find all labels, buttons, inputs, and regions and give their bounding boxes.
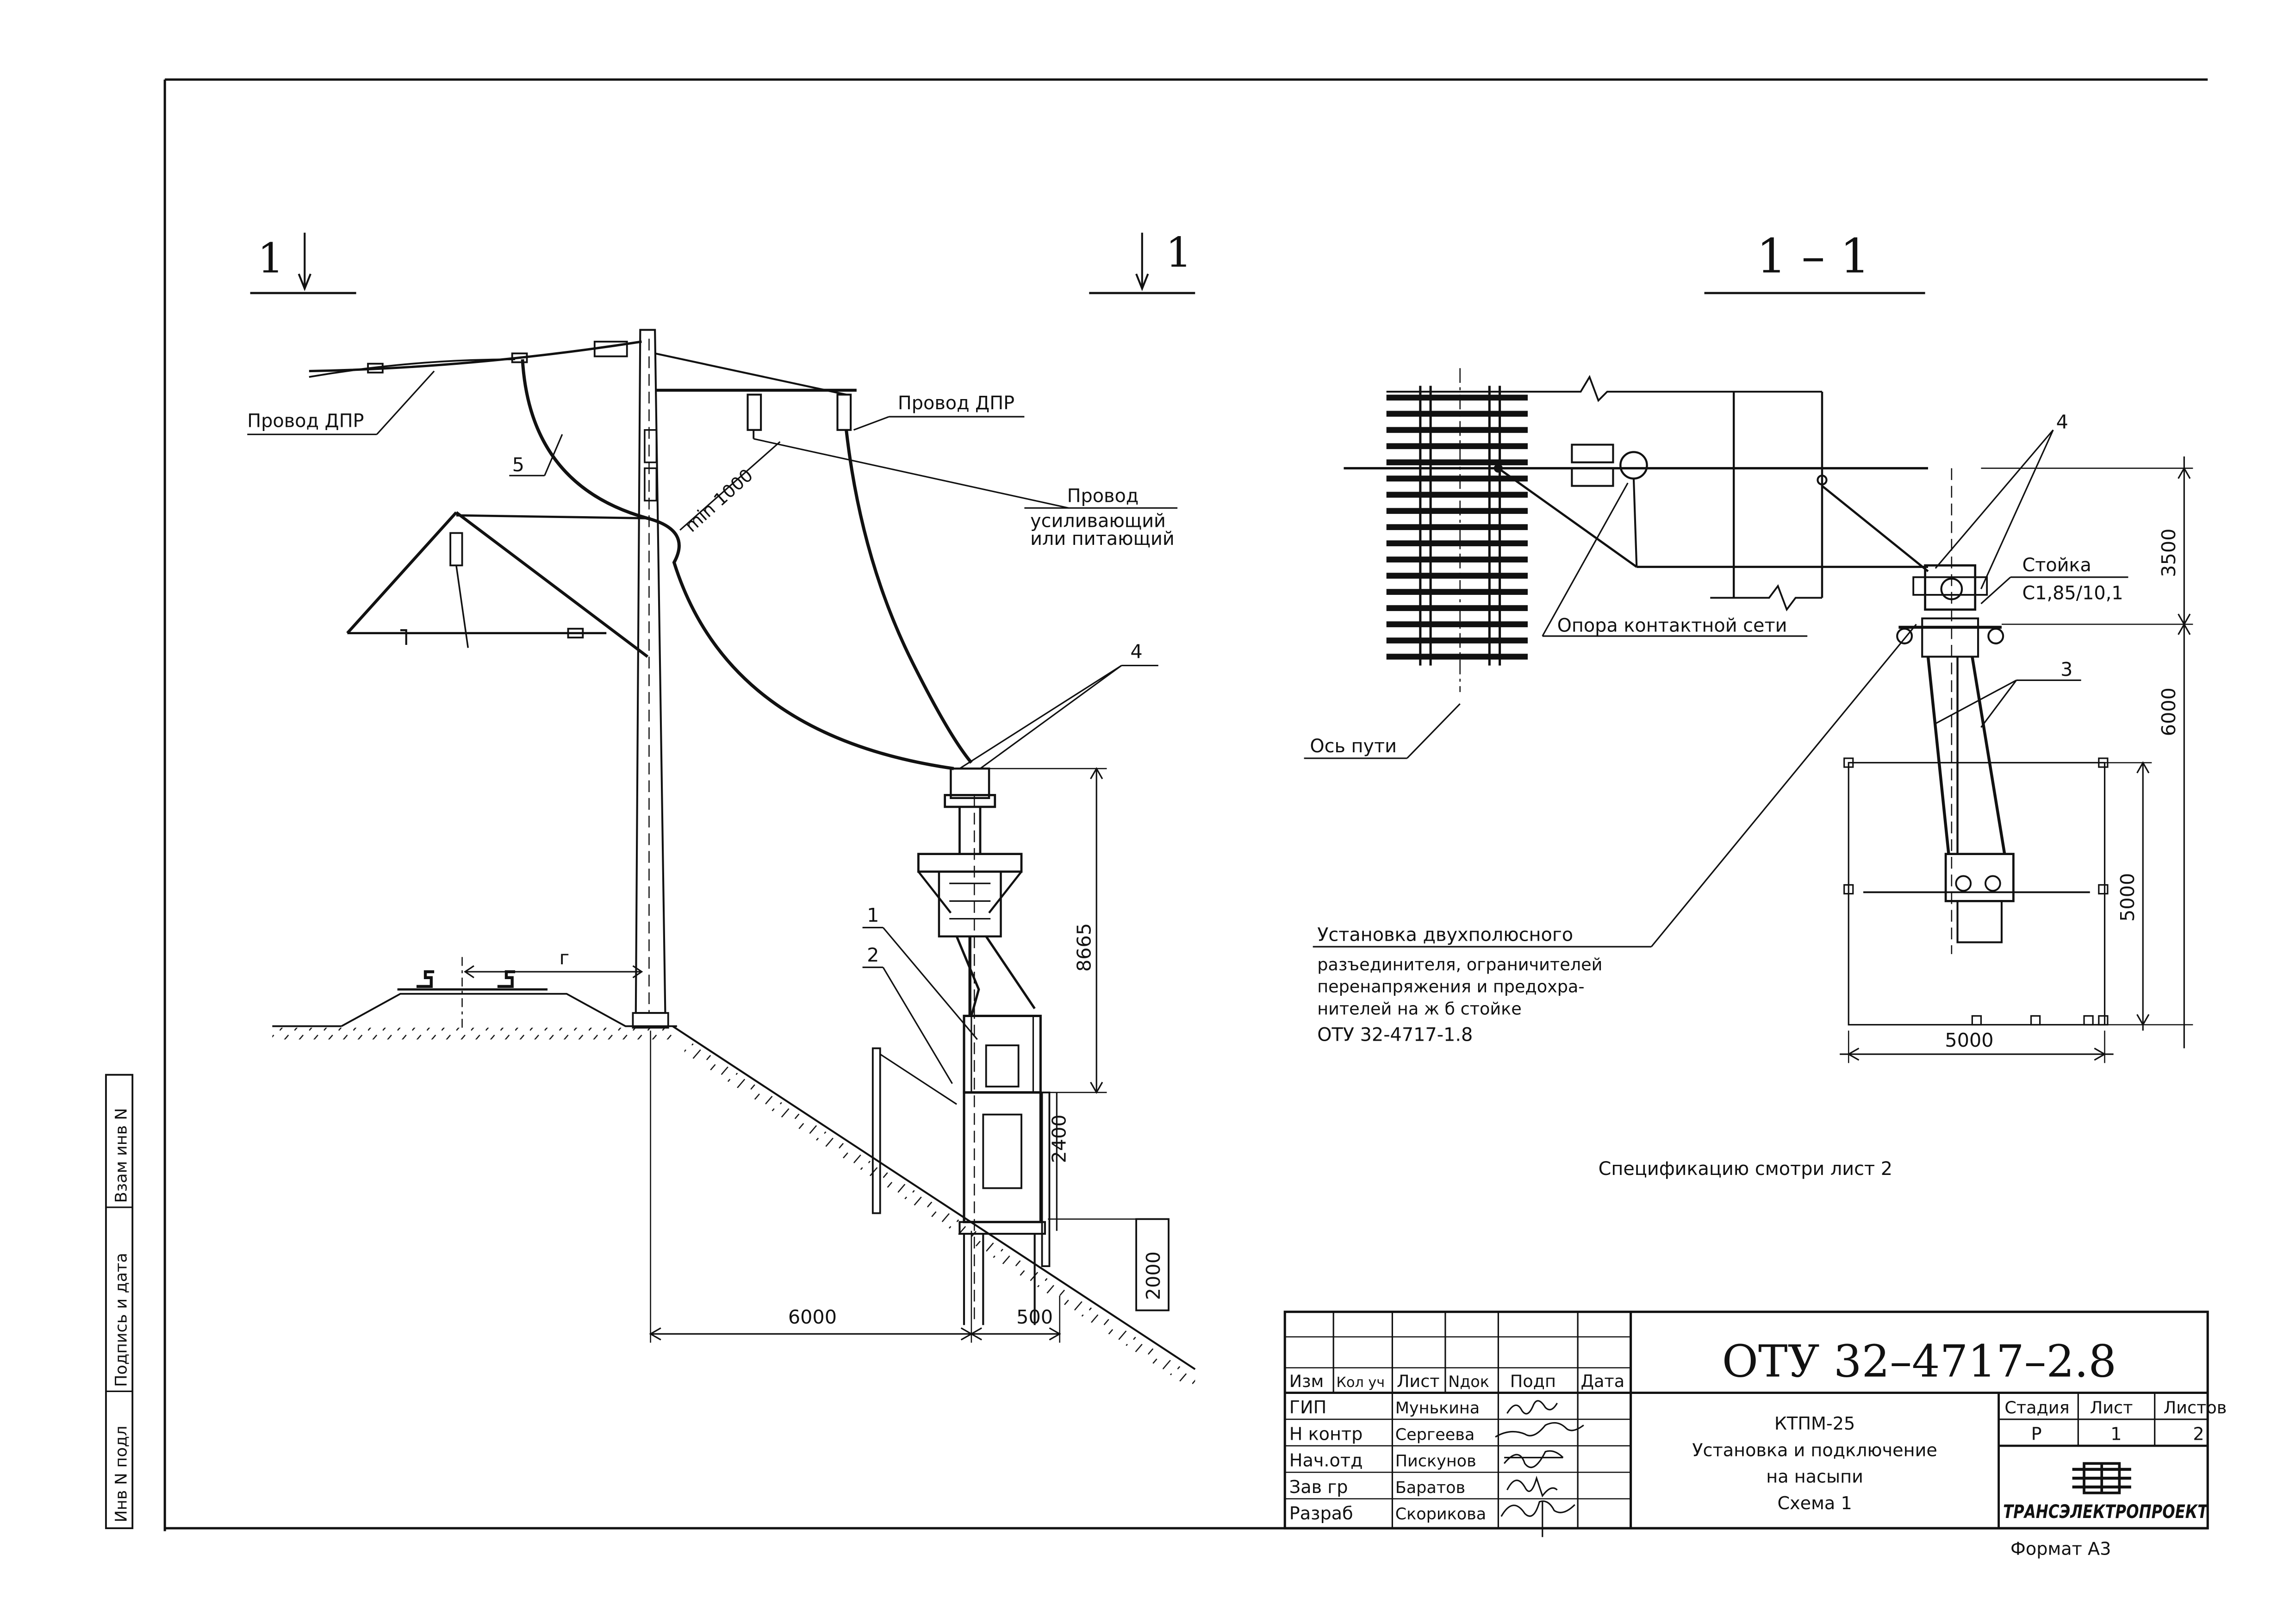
dim-2400: 2400 xyxy=(1048,1114,1070,1163)
dim-5000-vertical: 5000 xyxy=(2116,873,2139,922)
install-note-3: перенапряжения и предохра- xyxy=(1317,977,1584,997)
dim-g: г xyxy=(559,947,569,969)
label-reinf-wire-3: или питающий xyxy=(1030,528,1175,550)
label-4-plan: 4 xyxy=(2056,411,2068,433)
tb-name: Скорикова xyxy=(1395,1505,1486,1524)
side-stamp: Инв N подл Подпись и дата Взам инв N xyxy=(105,1074,134,1530)
dim-5000-horizontal: 5000 xyxy=(1945,1029,1993,1051)
fence-area xyxy=(1843,757,2109,1026)
tb-role: Н контр xyxy=(1289,1424,1363,1444)
label-1-elevation: 1 xyxy=(867,904,879,926)
tb-role: Разраб xyxy=(1289,1503,1353,1524)
section-marker-left: 1 xyxy=(250,232,356,294)
section-title-text: 1 – 1 xyxy=(1756,229,1870,283)
drawing-frame xyxy=(163,78,2208,1531)
label-track-axis: Ось пути xyxy=(1310,736,1397,757)
format-label: Формат А3 xyxy=(2010,1538,2111,1559)
catenary-pole xyxy=(632,329,669,1029)
dim-500: 500 xyxy=(1016,1306,1053,1328)
elevation-view: Провод ДПР 5 Провод ДПР min 1000 Провод … xyxy=(247,329,1196,1392)
title-block: Изм Кол уч Лист Nдок Подп Дата ГИП Н кон… xyxy=(1283,1311,2227,1537)
label-2-elevation: 2 xyxy=(867,944,879,966)
tb-role: ГИП xyxy=(1289,1397,1327,1418)
tb-header-list: Лист xyxy=(1397,1371,1440,1391)
sheet-header: Лист xyxy=(2090,1398,2133,1418)
stage-value: Р xyxy=(2031,1424,2042,1444)
spec-note: Спецификацию смотри лист 2 xyxy=(1599,1158,1892,1180)
handwritten-signatures xyxy=(1495,1400,1584,1537)
sheet-value: 1 xyxy=(2110,1424,2122,1444)
sheets-header: Листов xyxy=(2164,1398,2227,1418)
tb-name: Сергеева xyxy=(1395,1425,1475,1444)
dim-2000: 2000 xyxy=(1142,1251,1164,1300)
label-5: 5 xyxy=(512,454,524,476)
tb-role: Нач.отд xyxy=(1289,1450,1363,1471)
doc-code: ОТУ 32–4717–2.8 xyxy=(1722,1336,2116,1387)
label-reinf-wire-2: усиливающий xyxy=(1030,511,1166,532)
section-right-number: 1 xyxy=(1166,228,1192,276)
tb-header-ndok: Nдок xyxy=(1448,1373,1489,1391)
stamp-inv-podl: Инв N подл xyxy=(112,1426,131,1523)
connection-wire-5 xyxy=(521,359,954,770)
install-note-4: нителей на ж б стойке xyxy=(1317,999,1521,1018)
dim-3500: 3500 xyxy=(2158,529,2180,577)
section-left-number: 1 xyxy=(258,234,284,282)
disconnector-stand xyxy=(1896,468,2015,954)
tb-name: Пискунов xyxy=(1395,1452,1476,1471)
install-note-1: Установка двухполюсного xyxy=(1317,924,1573,945)
dim-6000-plan: 6000 xyxy=(2158,687,2180,736)
org-logo-icon xyxy=(2072,1462,2131,1494)
stamp-replaced-inv: Взам инв N xyxy=(112,1108,131,1203)
tb-header-kol: Кол уч xyxy=(1337,1374,1385,1391)
dim-6000-elevation: 6000 xyxy=(788,1306,837,1328)
tb-name: Баратов xyxy=(1395,1479,1465,1497)
label-4-elevation: 4 xyxy=(1130,641,1142,663)
dim-8665: 8665 xyxy=(1073,923,1095,972)
stamp-signature-date: Подпись и дата xyxy=(112,1253,131,1387)
label-support: Опора контактной сети xyxy=(1557,615,1787,636)
connection-wire-dpr xyxy=(845,430,973,764)
sheets-value: 2 xyxy=(2193,1424,2204,1444)
tb-header-izm: Изм xyxy=(1289,1371,1324,1391)
label-wire-dpr-left: Провод ДПР xyxy=(247,410,364,431)
label-3-plan: 3 xyxy=(2060,658,2072,681)
label-wire-dpr-right: Провод ДПР xyxy=(898,393,1014,414)
dimensions-plan: 3500 6000 5000 5000 xyxy=(1840,456,2193,1063)
tb-role: Зав гр xyxy=(1289,1477,1348,1497)
dpr-wire-left xyxy=(309,340,642,378)
section-marker-right: 1 xyxy=(1089,228,1195,294)
section-title: 1 – 1 xyxy=(1704,229,1925,294)
label-min-clearance: min 1000 xyxy=(681,465,757,536)
tb-header-podp: Подп xyxy=(1510,1371,1556,1391)
plan-view: Опора контактной сети Ось пути xyxy=(1304,368,2193,1180)
install-note-5: ОТУ 32-4717-1.8 xyxy=(1317,1024,1473,1046)
product-line-1: КТПМ-25 xyxy=(1774,1413,1855,1434)
dimensions-elevation: г 8665 2400 2000 6000 500 xyxy=(464,767,1170,1343)
install-note-2: разъединителя, ограничителей xyxy=(1317,955,1602,974)
tb-header-data: Дата xyxy=(1580,1371,1624,1391)
tb-name: Мунькина xyxy=(1395,1399,1480,1418)
label-stand-1: Стойка xyxy=(2022,555,2091,576)
org-name: ТРАНСЭЛЕКТРОПРОЕКТ xyxy=(2003,1501,2209,1523)
cantilever xyxy=(346,511,651,658)
product-line-4: Схема 1 xyxy=(1777,1493,1852,1513)
product-line-3: на насыпи xyxy=(1766,1467,1863,1487)
embankment xyxy=(272,957,1196,1392)
stage-header: Стадия xyxy=(2004,1398,2069,1418)
label-reinf-wire-1: Провод xyxy=(1067,486,1139,507)
label-stand-2: С1,85/10,1 xyxy=(2022,582,2123,604)
product-line-2: Установка и подключение xyxy=(1692,1440,1937,1460)
transformer-substation xyxy=(871,767,1051,1325)
